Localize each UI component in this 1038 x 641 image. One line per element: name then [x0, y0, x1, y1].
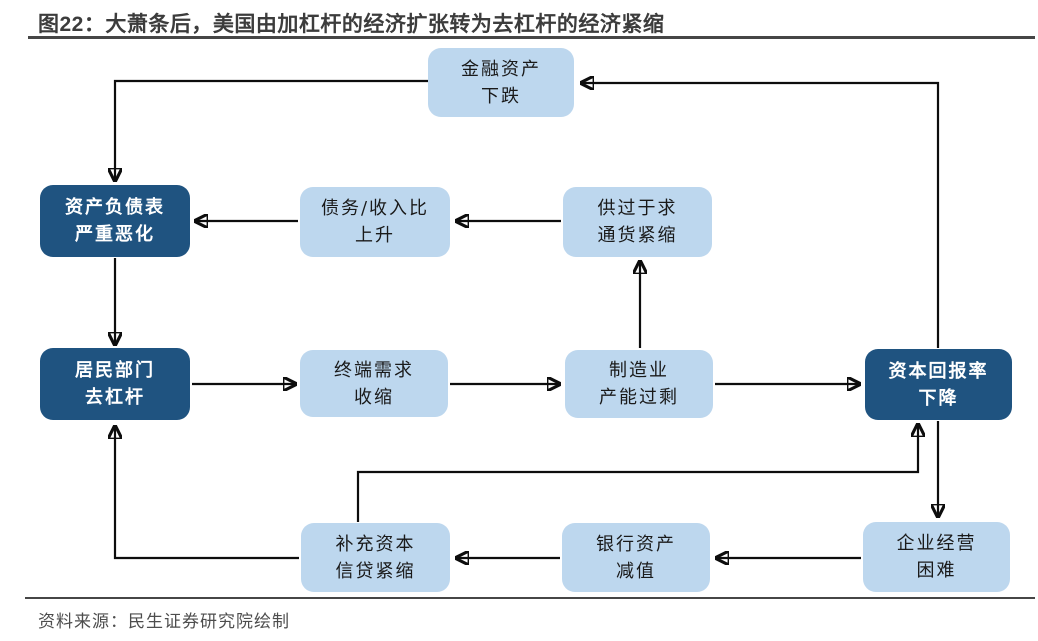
figure-title: 图22：大萧条后，美国由加杠杆的经济扩张转为去杠杆的经济紧缩: [38, 13, 665, 36]
node-debt-income-ratio-rises: 债务/收入比 上升: [300, 187, 450, 257]
title-divider: [28, 36, 1035, 39]
node-business-operating-difficulty: 企业经营 困难: [863, 522, 1010, 592]
node-bank-asset-impairment: 银行资产 减值: [562, 523, 710, 592]
node-manufacturing-overcapacity: 制造业 产能过剩: [565, 350, 713, 418]
node-capital-replenish-credit-crunch: 补充资本 信贷紧缩: [301, 523, 450, 592]
edge-credit-crunch-to-household: [115, 427, 299, 560]
node-balance-sheet-deteriorates: 资产负债表 严重恶化: [40, 185, 190, 257]
edge-credit-crunch-to-capital-return: [356, 425, 918, 522]
edge-capital-return-to-financial-assets: [582, 83, 940, 348]
footer-divider: [25, 597, 1035, 599]
node-financial-assets-fall: 金融资产 下跌: [428, 48, 574, 117]
node-household-deleveraging: 居民部门 去杠杆: [40, 348, 190, 420]
node-capital-return-declines: 资本回报率 下降: [865, 349, 1012, 420]
node-end-demand-contracts: 终端需求 收缩: [300, 350, 448, 417]
source-note: 资料来源：民生证券研究院绘制: [38, 612, 290, 631]
edge-financial-assets-to-balance-sheet: [115, 79, 428, 180]
node-oversupply-deflation: 供过于求 通货紧缩: [563, 187, 712, 257]
